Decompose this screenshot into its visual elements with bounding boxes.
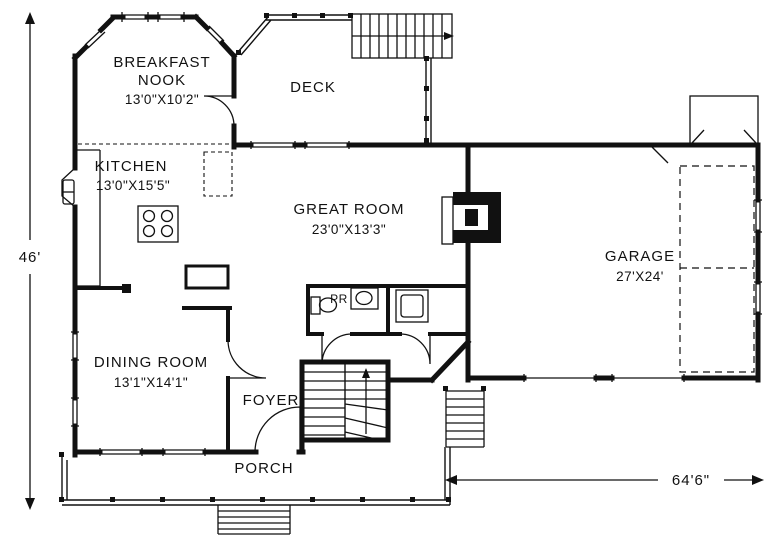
interior-walls	[73, 284, 470, 454]
room-label-garage: GARAGE 27'X24'	[605, 248, 675, 284]
porch-side-steps	[443, 386, 486, 448]
fireplace-icon	[441, 192, 501, 245]
room-label-foyer: FOYER	[243, 392, 300, 409]
room-label-kitchen: KITCHEN 13'0"X15'5"	[95, 158, 170, 193]
washer-icon	[395, 289, 429, 323]
stairs-up-arrow	[362, 368, 370, 378]
door-arcs	[203, 95, 431, 453]
room-label-powder-room: PR	[330, 292, 348, 306]
windows	[71, 12, 762, 456]
range-icon	[137, 205, 179, 243]
garage-bump-out	[689, 95, 759, 146]
laundry-door	[399, 333, 431, 365]
powder-room-door	[321, 333, 353, 365]
kitchen-fixtures	[61, 143, 233, 290]
dimension-depth: 46'	[19, 12, 42, 510]
room-label-great-room: GREAT ROOM 23'0"X13'3"	[293, 201, 404, 237]
dimension-width-label: 64'6"	[672, 472, 710, 489]
room-label-porch: PORCH	[234, 460, 293, 477]
garage-name: GARAGE	[605, 248, 675, 265]
deck-stairs	[351, 13, 454, 59]
kitchen-name: KITCHEN	[95, 158, 168, 175]
dimension-depth-label: 46'	[19, 249, 42, 266]
dining-room-dims: 13'1"X14'1"	[114, 375, 188, 390]
kitchen-sink-icon	[62, 179, 75, 205]
deck-door	[203, 95, 235, 127]
porch-railing	[59, 447, 451, 506]
vanity-sink-icon	[350, 287, 379, 310]
breakfast-nook-dims: 13'0"X10'2"	[125, 92, 199, 107]
breakfast-nook-name-line1: BREAKFAST	[113, 54, 210, 71]
dining-door	[227, 339, 267, 379]
front-door	[254, 406, 301, 453]
breakfast-nook-name-line2: NOOK	[138, 72, 186, 89]
kitchen-island	[184, 264, 230, 290]
room-label-dining-room: DINING ROOM 13'1"X14'1"	[94, 354, 208, 390]
foyer-name: FOYER	[243, 392, 300, 409]
dimension-width: 64'6"	[445, 472, 764, 489]
great-room-name: GREAT ROOM	[293, 201, 404, 218]
refrigerator-icon	[203, 151, 233, 197]
kitchen-dims: 13'0"X15'5"	[96, 178, 170, 193]
garage-dims: 27'X24'	[616, 269, 664, 284]
kitchen-counter	[75, 149, 101, 287]
room-label-breakfast-nook: BREAKFAST NOOK 13'0"X10'2"	[113, 54, 210, 107]
room-label-deck: DECK	[290, 79, 336, 96]
toilet-icon	[310, 296, 338, 315]
deck-stairs-arrow	[444, 32, 454, 40]
powder-room-fixtures	[310, 287, 429, 323]
deck-name: DECK	[290, 79, 336, 96]
great-room-dims: 23'0"X13'3"	[312, 222, 386, 237]
exterior-walls	[71, 13, 761, 458]
garage-attic-dashed	[651, 146, 755, 373]
powder-room-name: PR	[330, 292, 348, 306]
main-stairs	[302, 362, 389, 441]
porch-name: PORCH	[234, 460, 293, 477]
porch-front-steps	[217, 505, 291, 535]
dining-room-name: DINING ROOM	[94, 354, 208, 371]
